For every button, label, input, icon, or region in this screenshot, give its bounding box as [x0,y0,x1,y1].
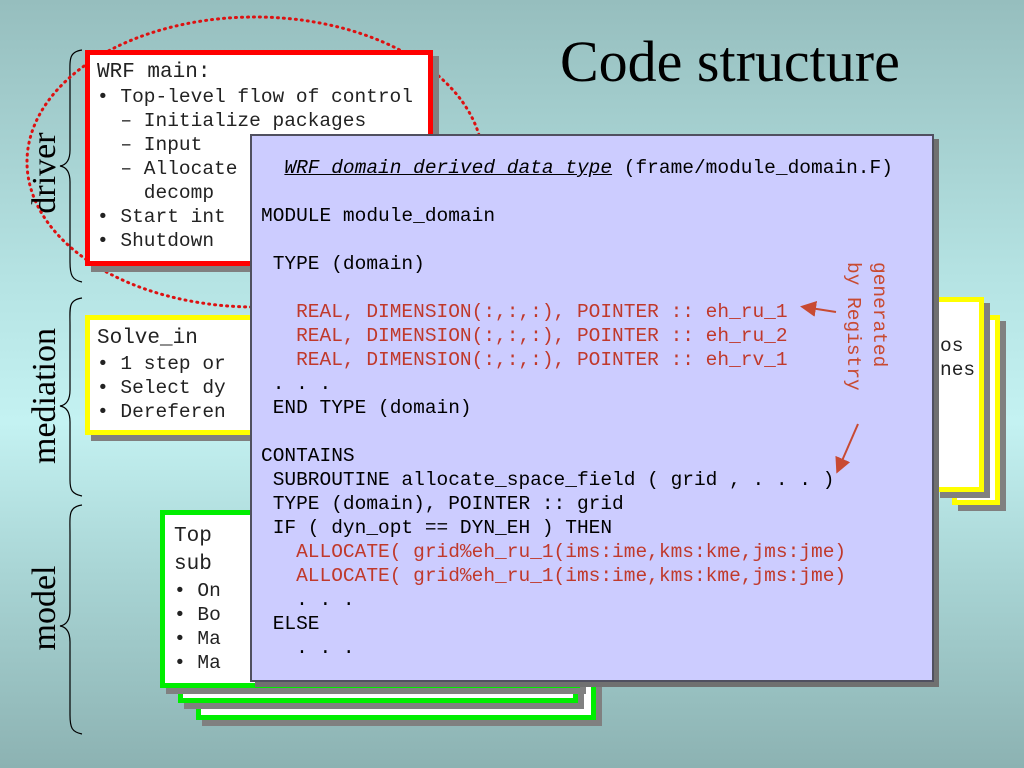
driver-line: – Input [97,134,203,156]
annotation-line: generated [868,262,890,368]
side-label-driver: driver [26,132,63,214]
driver-heading: WRF main: [97,61,211,84]
code-header: WRF domain derived data type (frame/modu… [261,156,932,180]
code-lines: MODULE module_domain TYPE (domain) REAL,… [261,180,932,660]
driver-line: • Shutdown [97,230,215,252]
mediation-fragment: nes [940,359,976,381]
code-line: ALLOCATE( grid%eh_ru_1(ims:ime,kms:kme,j… [261,541,847,563]
mediation-line: • 1 step or [97,353,226,375]
mediation-line: • Select dy [97,377,226,399]
code-line: ALLOCATE( grid%eh_ru_1(ims:ime,kms:kme,j… [261,565,847,587]
mediation-box-back1: os nes [934,297,984,492]
model-brace-icon [59,504,83,735]
driver-line: – Allocate [97,158,238,180]
code-line [261,276,932,300]
code-box: WRF domain derived data type (frame/modu… [250,134,934,682]
mediation-heading: Solve_in [97,327,198,350]
model-line: • Ma [174,628,221,650]
code-line: REAL, DIMENSION(:,:,:), POINTER :: eh_ru… [261,325,788,347]
code-line [261,420,932,444]
driver-line: decomp [97,182,215,204]
code-header-path: (frame/module_domain.F) [612,157,893,179]
side-label-model: model [26,565,63,651]
annotation-line: by Registry [842,262,864,391]
code-line: REAL, DIMENSION(:,:,:), POINTER :: eh_ru… [261,301,788,323]
driver-line: • Top-level flow of control [97,86,413,108]
code-line: . . . [261,589,355,611]
code-line: TYPE (domain) [261,253,425,275]
driver-brace-icon [59,49,83,283]
model-line: • Ma [174,652,221,674]
code-line: ELSE [261,613,320,635]
code-line [261,228,932,252]
brace-icons [59,49,83,735]
code-line: . . . [261,637,355,659]
code-line: REAL, DIMENSION(:,:,:), POINTER :: eh_rv… [261,349,788,371]
model-line: • On [174,580,221,602]
driver-line: • Start int [97,206,226,228]
code-line: IF ( dyn_opt == DYN_EH ) THEN [261,517,613,539]
slide-title: Code structure [560,29,900,94]
code-line: . . . [261,373,332,395]
side-label-mediation: mediation [26,328,63,464]
driver-line: – Initialize packages [97,110,367,132]
mediation-line: • Dereferen [97,401,226,423]
code-line: MODULE module_domain [261,205,496,227]
mediation-fragment: os [940,335,964,357]
mediation-brace-icon [59,297,83,497]
code-line: CONTAINS [261,445,355,467]
code-line: TYPE (domain), POINTER :: grid [261,493,624,515]
code-line: SUBROUTINE allocate_space_field ( grid ,… [261,469,835,491]
model-line: sub [174,553,212,576]
model-line: • Bo [174,604,221,626]
code-line: END TYPE (domain) [261,397,472,419]
code-line [261,180,932,204]
model-line: Top [174,525,212,548]
code-header-title: WRF domain derived data type [284,157,613,179]
